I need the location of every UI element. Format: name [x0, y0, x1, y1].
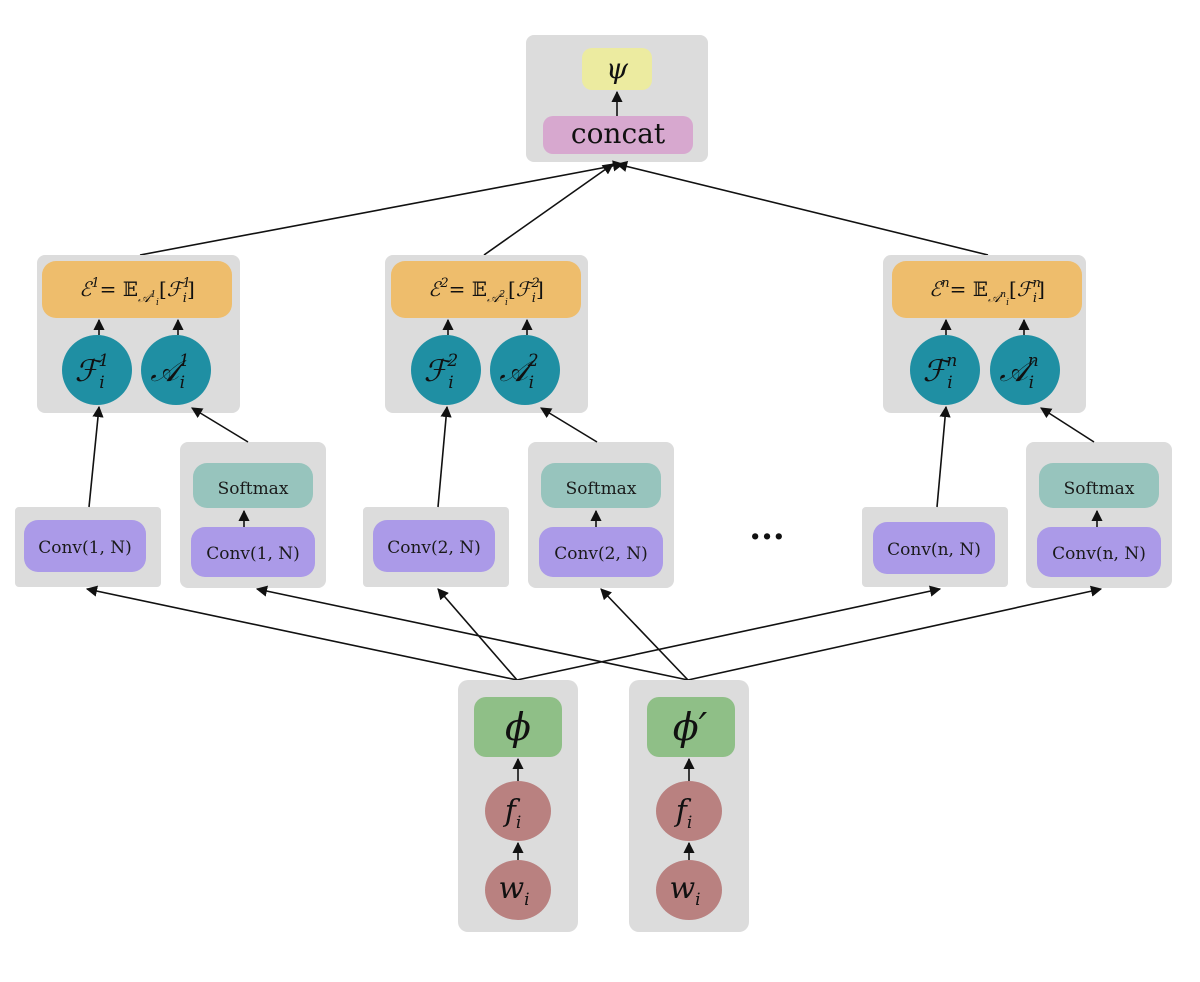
branch-ellipsis: ··· [749, 517, 785, 557]
phi-prime-box [647, 697, 735, 757]
arrow-softmax1-to-a1 [191, 407, 249, 443]
arrow-softmax2-to-a2 [540, 407, 598, 443]
arrow-phiprime-to-conv-an [687, 585, 1103, 681]
conv-f-label-2: Conv(2, N) [387, 538, 481, 558]
feature-node-1 [62, 335, 132, 405]
attention-node-n [990, 335, 1060, 405]
w-node-phi-prime [656, 860, 722, 920]
conv-f-label-1: Conv(1, N) [38, 538, 132, 558]
arrow-conv-f1-to-f1 [88, 405, 104, 508]
softmax-box-1 [193, 463, 313, 508]
feature-node-2 [411, 335, 481, 405]
conv-a-box-n [1037, 527, 1161, 577]
arrow-conv-fn-to-fn [936, 405, 951, 508]
concat-label: concat [571, 117, 666, 150]
w-node-phi [485, 860, 551, 920]
arrow-softmaxn-to-an [1040, 407, 1095, 443]
conv-a-box-1 [191, 527, 315, 577]
arrow-phi-to-conv-fn [516, 585, 942, 681]
softmax-label-n: Softmax [1064, 479, 1135, 499]
softmax-label-1: Softmax [218, 479, 289, 499]
concat-box [543, 116, 693, 154]
arrow-conv-f2-to-f2 [437, 405, 452, 508]
softmax-box-2 [541, 463, 661, 508]
conv-a-box-2 [539, 527, 663, 577]
input-stack-phi: ϕ fi wi [458, 680, 578, 932]
feature-node-n [910, 335, 980, 405]
arrow-phiprime-to-conv-a1 [255, 585, 689, 681]
conv-f-label-n: Conv(n, N) [887, 540, 981, 560]
arrow-phiprime-to-conv-a2 [600, 588, 689, 681]
expectation-box-1 [42, 261, 232, 318]
phi-box [474, 697, 562, 757]
attention-node-1 [141, 335, 211, 405]
conv-a-label-1: Conv(1, N) [206, 544, 300, 564]
arrow-phi-to-conv-f2 [437, 588, 518, 681]
arrow-en-to-concat [615, 160, 989, 256]
f-node-phi [485, 781, 551, 841]
arrow-e2-to-concat [483, 163, 614, 256]
phi-label: ϕ [505, 705, 531, 749]
input-stack-phi-prime: ϕ′ fi wi [629, 680, 749, 932]
conv-f-box-2 [373, 520, 495, 572]
conv-a-label-2: Conv(2, N) [554, 544, 648, 564]
conv-f-box-1 [24, 520, 146, 572]
attention-node-2 [490, 335, 560, 405]
softmax-label-2: Softmax [566, 479, 637, 499]
w-node-label-phi: wi [498, 871, 529, 910]
arrow-phi-to-conv-f1 [85, 585, 518, 681]
phi-prime-label: ϕ′ [673, 705, 708, 749]
softmax-box-n [1039, 463, 1159, 508]
conv-f-box-n [873, 522, 995, 574]
expectation-box-2 [391, 261, 581, 318]
f-node-phi-prime [656, 781, 722, 841]
arrow-e1-to-concat [139, 160, 625, 256]
conv-a-label-n: Conv(n, N) [1052, 544, 1146, 564]
psi-label: ψ [606, 52, 629, 85]
w-node-label-phi-prime: wi [669, 871, 700, 910]
expectation-box-n [892, 261, 1082, 318]
psi-box [582, 48, 652, 90]
